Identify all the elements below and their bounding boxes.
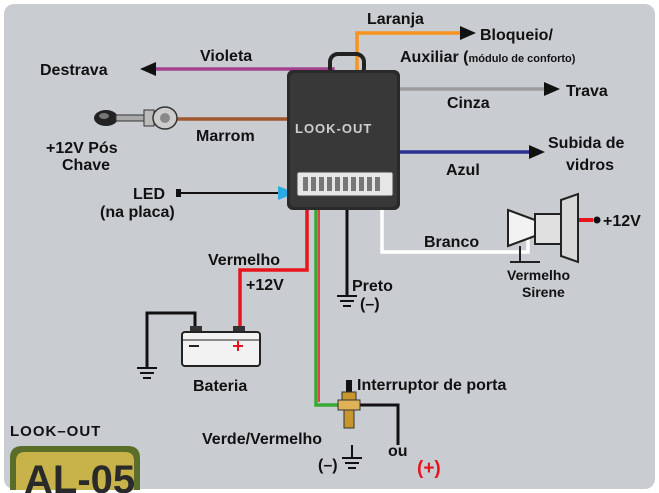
- siren-icon: [507, 192, 579, 264]
- ground-preto-icon: [337, 295, 357, 307]
- badge-brand: LOOK–OUT: [10, 423, 101, 440]
- label-sirene-vermelho: Vermelho: [507, 267, 570, 283]
- label-subida-1: Subida de: [548, 135, 625, 152]
- key-icon: [94, 106, 178, 130]
- alarm-module: LOOK-OUT: [287, 52, 400, 210]
- wire-white: [380, 190, 530, 254]
- arrow-bloqueio-icon: [460, 26, 476, 40]
- badge-model: AL-05: [24, 458, 135, 493]
- device-label: LOOK-OUT: [295, 121, 372, 136]
- label-minus: (–): [318, 457, 338, 474]
- wire-battery-ground: [145, 311, 197, 368]
- connector-pins: [303, 177, 380, 191]
- wire-switch-ground: [360, 403, 400, 445]
- arrow-vidros-icon: [529, 145, 545, 159]
- label-ou: ou: [388, 443, 408, 460]
- label-plus12: +12V: [246, 277, 284, 294]
- label-sirene-12v: +12V: [603, 213, 641, 230]
- product-badge: LOOK–OUT AL-05: [10, 423, 140, 493]
- label-violeta: Violeta: [200, 48, 252, 65]
- label-trava: Trava: [566, 83, 608, 100]
- label-led-placa: (na placa): [100, 204, 175, 221]
- label-branco: Branco: [424, 234, 479, 251]
- label-pos-chave-1: +12V Pós: [46, 140, 118, 157]
- label-pos-chave-2: Chave: [62, 157, 110, 174]
- label-modulo: módulo de conforto): [468, 53, 575, 65]
- label-auxiliar: Auxiliar (: [400, 49, 469, 66]
- label-plus: (+): [417, 458, 441, 479]
- door-switch-icon: [337, 380, 361, 429]
- label-verde-vermelho: Verde/Vermelho: [202, 431, 322, 448]
- label-led: LED: [133, 186, 165, 203]
- label-preto: Preto: [352, 278, 393, 295]
- label-vermelho: Vermelho: [208, 252, 280, 269]
- label-azul: Azul: [446, 162, 480, 179]
- ground-battery-icon: [137, 367, 157, 379]
- battery-icon: [181, 326, 261, 367]
- arrow-trava-icon: [544, 82, 560, 96]
- label-cinza: Cinza: [447, 95, 490, 112]
- arrow-destrava-icon: [140, 62, 156, 76]
- label-interruptor: Interruptor de porta: [357, 377, 506, 394]
- led-end-icon: [176, 189, 181, 197]
- wire-green: [314, 190, 340, 407]
- sirene-terminal-icon: [593, 216, 601, 224]
- label-bateria: Bateria: [193, 378, 247, 395]
- label-bloqueio: Bloqueio/: [480, 27, 553, 44]
- wire-red: [238, 190, 309, 330]
- label-auxiliar-line: Auxiliar (módulo de conforto): [400, 49, 576, 66]
- label-preto-gnd: (–): [360, 296, 380, 313]
- label-sirene: Sirene: [522, 284, 565, 300]
- ground-switch-icon: [342, 445, 362, 469]
- label-marrom: Marrom: [196, 128, 255, 145]
- label-laranja: Laranja: [367, 11, 424, 28]
- label-subida-2: vidros: [566, 157, 614, 174]
- label-destrava: Destrava: [40, 62, 108, 79]
